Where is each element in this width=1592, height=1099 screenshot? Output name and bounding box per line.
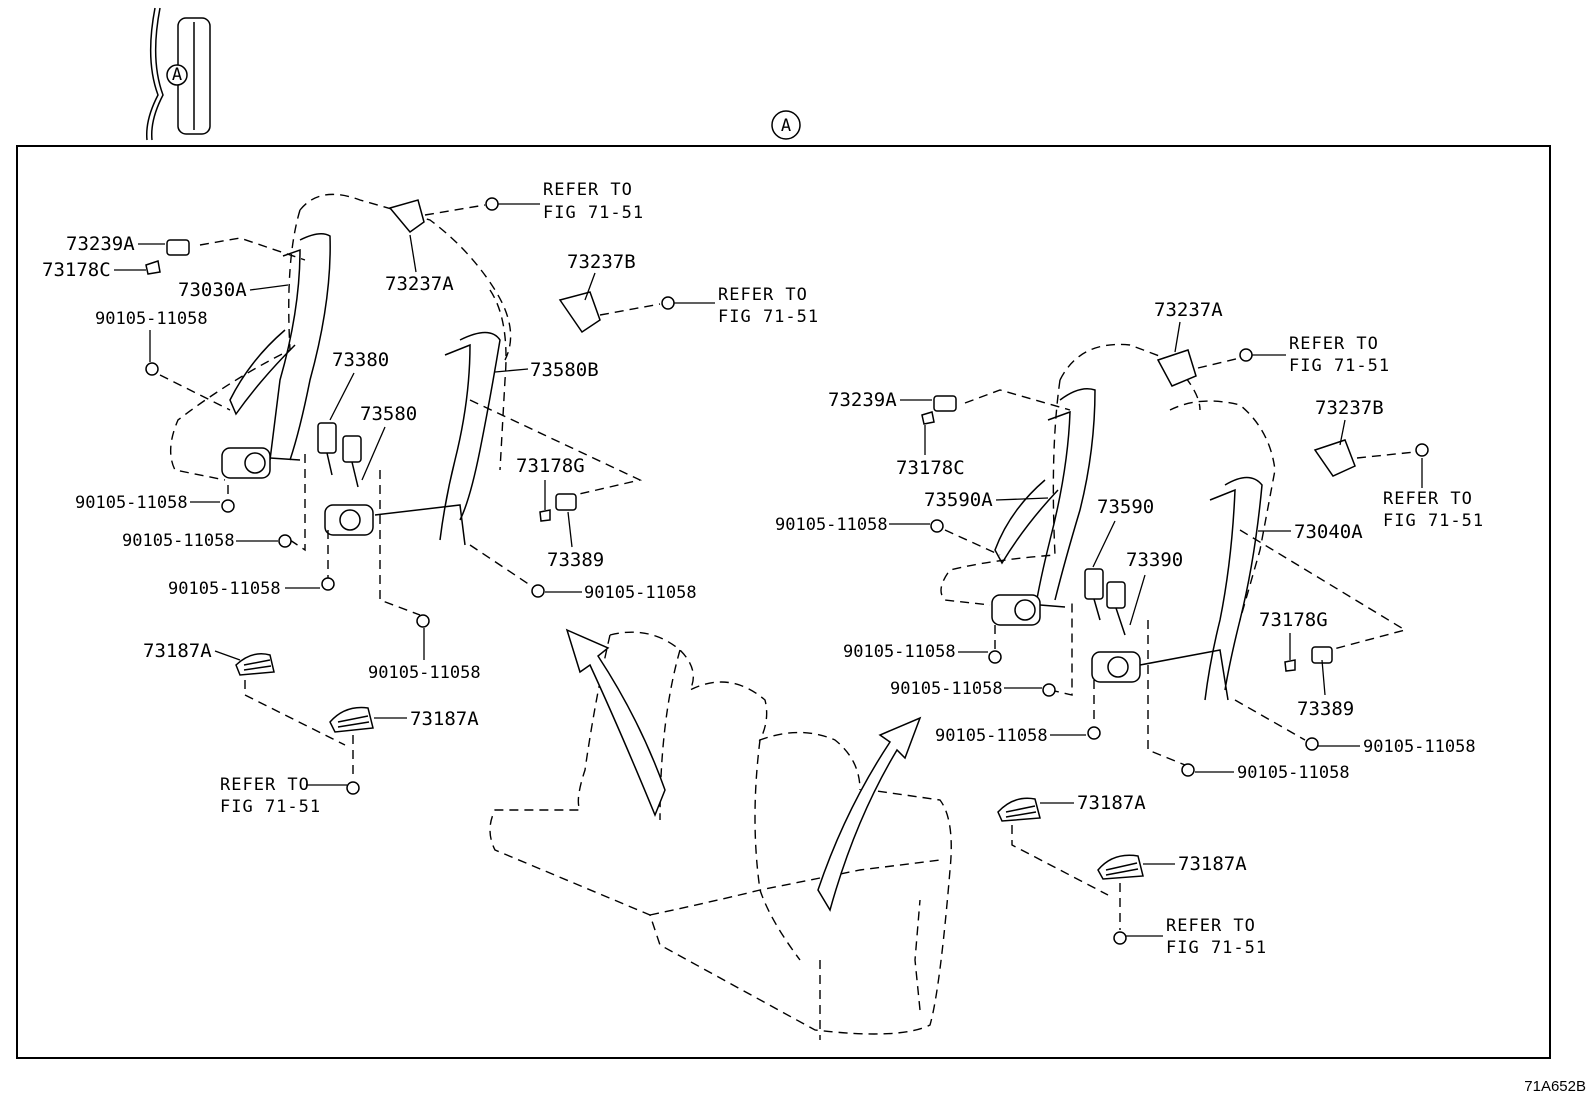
part-label: 73040A <box>1294 521 1363 543</box>
view-callout: A <box>771 110 801 140</box>
part-label: FIG 71-51 <box>1166 938 1267 958</box>
labels-left: 73239A 73178C 73030A 73237A REFER TO FIG… <box>42 180 819 817</box>
left-seat-group <box>145 193 675 795</box>
floor-cover-left-2 <box>329 706 374 733</box>
anchor-cover-icon <box>1156 349 1197 387</box>
part-label: REFER TO <box>543 180 633 200</box>
part-label: 90105-11058 <box>584 583 697 603</box>
part-label: 90105-11058 <box>890 679 1003 699</box>
part-label: 90105-11058 <box>95 309 208 329</box>
rear-seat-outline <box>489 628 952 1040</box>
diagram-frame <box>16 145 1551 1059</box>
part-label: 73178C <box>42 259 111 281</box>
anchor-cover-icon <box>1313 439 1356 477</box>
part-label: REFER TO <box>718 285 808 305</box>
retractor-left <box>221 447 301 479</box>
retractor-right <box>991 594 1066 626</box>
part-label: 73178G <box>1259 609 1328 631</box>
part-label: 90105-11058 <box>122 531 235 551</box>
part-label: 90105-11058 <box>75 493 188 513</box>
part-label: 73590A <box>924 489 993 511</box>
part-label: 90105-11058 <box>935 726 1048 746</box>
part-label: 73030A <box>178 279 247 301</box>
part-label: 90105-11058 <box>168 579 281 599</box>
part-label: 73187A <box>1178 853 1247 875</box>
anchor-cover-icon <box>388 199 425 234</box>
part-label: FIG 71-51 <box>1383 511 1484 531</box>
retractor-center <box>324 504 374 536</box>
part-label: 73237B <box>567 251 636 273</box>
part-label: 73239A <box>828 389 897 411</box>
part-label: 73389 <box>1297 698 1354 720</box>
part-label: 73187A <box>410 708 479 730</box>
figure-code: 71A652B <box>1524 1078 1586 1095</box>
part-label: 73178G <box>516 455 585 477</box>
part-label: 90105-11058 <box>775 515 888 535</box>
part-label: 90105-11058 <box>843 642 956 662</box>
part-label: REFER TO <box>1383 489 1473 509</box>
part-label: 73590 <box>1097 496 1154 518</box>
part-label: REFER TO <box>220 775 310 795</box>
right-seat-group <box>921 343 1429 945</box>
floor-cover-left-1 <box>235 653 275 676</box>
part-label: FIG 71-51 <box>718 307 819 327</box>
install-arrow-left <box>565 628 666 817</box>
part-label: 73239A <box>66 233 135 255</box>
part-label: 90105-11058 <box>1237 763 1350 783</box>
part-label: 73237A <box>1154 299 1223 321</box>
labels-right: 73237A REFER TO FIG 71-51 73239A 73237B … <box>775 299 1484 958</box>
part-label: FIG 71-51 <box>220 797 321 817</box>
part-label: 90105-11058 <box>368 663 481 683</box>
locator-callout-label: A <box>172 65 182 85</box>
part-label: 90105-11058 <box>1363 737 1476 757</box>
anchor-cover-icon <box>558 291 601 334</box>
floor-cover-right-1 <box>997 797 1041 822</box>
part-label: 73187A <box>1077 792 1146 814</box>
part-label: 73237A <box>385 273 454 295</box>
locator-inset: A <box>145 7 211 141</box>
retractor-right-center <box>1091 651 1141 683</box>
part-label: 73580 <box>360 403 417 425</box>
part-label: 73187A <box>143 640 212 662</box>
part-label: 73237B <box>1315 397 1384 419</box>
part-label: FIG 71-51 <box>543 203 644 223</box>
part-label: 73380 <box>332 349 389 371</box>
part-label: FIG 71-51 <box>1289 356 1390 376</box>
part-label: REFER TO <box>1166 916 1256 936</box>
part-label: 73580B <box>530 359 599 381</box>
part-label: REFER TO <box>1289 334 1379 354</box>
part-label: 73390 <box>1126 549 1183 571</box>
part-label: 73389 <box>547 549 604 571</box>
install-arrow-right <box>817 716 922 912</box>
part-label: 73178C <box>896 457 965 479</box>
svg-text:A: A <box>781 116 791 136</box>
floor-cover-right-2 <box>1097 854 1144 880</box>
